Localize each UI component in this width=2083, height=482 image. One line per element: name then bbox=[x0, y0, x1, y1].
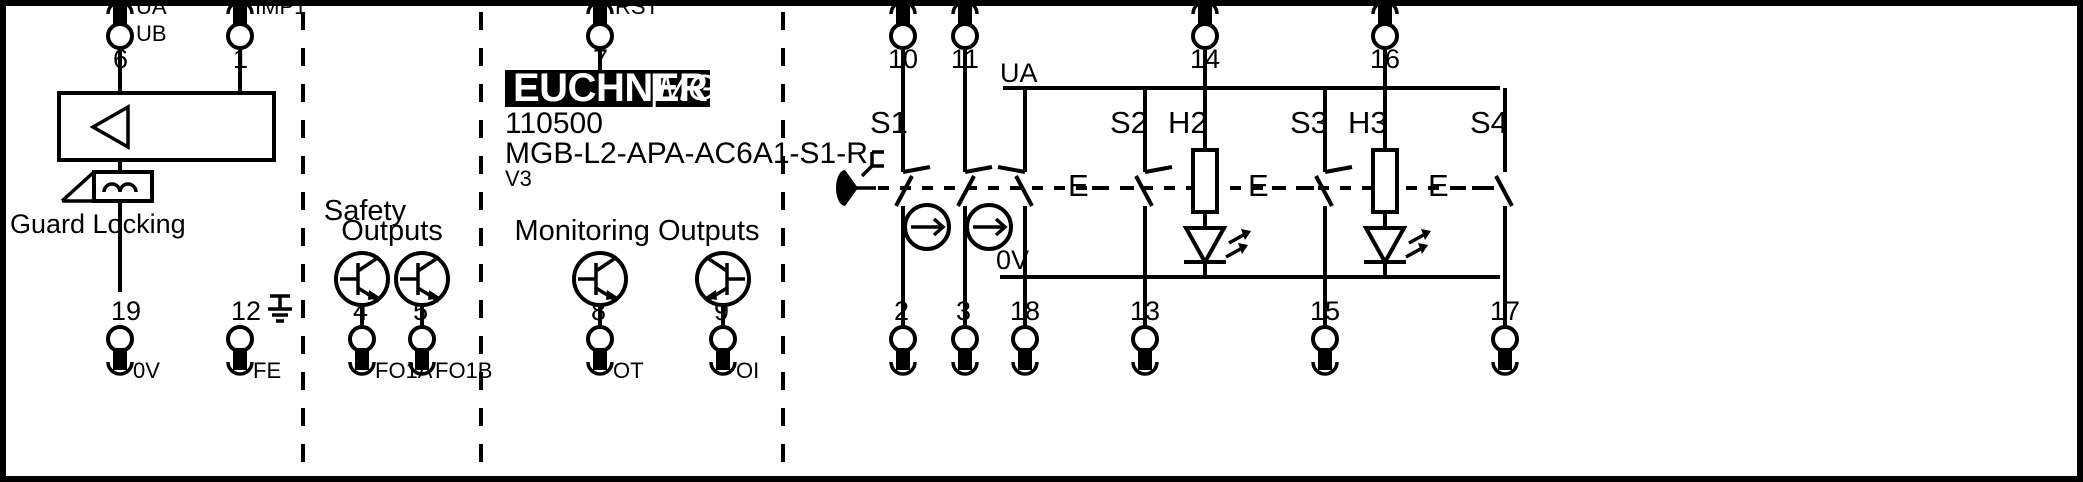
actuator-key-icon bbox=[836, 150, 884, 206]
lamp-h3-label: H3 bbox=[1348, 105, 1388, 140]
safety-outputs-label-line2: Outputs bbox=[341, 215, 443, 247]
switch-s1-contact-a[interactable] bbox=[894, 50, 931, 326]
lamp-h3 bbox=[1362, 50, 1431, 277]
terminal-signal-imp1: IMP1 bbox=[255, 0, 306, 19]
terminal-signal: 0V bbox=[133, 358, 160, 383]
brand-separator: | bbox=[649, 67, 658, 108]
terminal-signal-rst: RST bbox=[615, 0, 659, 19]
model-number: MGB-L2-APA-AC6A1-S1-R bbox=[505, 137, 868, 170]
switch-s4-label: S4 bbox=[1470, 105, 1508, 140]
euchner-mgb-logo: EUCHNER | MGB bbox=[505, 66, 740, 110]
terminal-signal-ub: UB bbox=[136, 21, 167, 46]
transistor-fo1a-icon bbox=[334, 251, 390, 307]
terminal-bottom-19[interactable]: 19 0V bbox=[106, 296, 160, 383]
current-direction-arrow-icon-2 bbox=[965, 203, 1013, 251]
switch-s4[interactable]: E bbox=[1428, 88, 1514, 326]
zero-v-rail-label: 0V bbox=[996, 245, 1029, 275]
brand-name: EUCHNER bbox=[513, 66, 708, 110]
terminal-signal: OT bbox=[613, 358, 644, 383]
functional-earth-icon bbox=[268, 294, 292, 323]
switch-s2-label: S2 bbox=[1110, 105, 1148, 140]
terminal-bottom-12[interactable]: 12 FE bbox=[226, 296, 281, 383]
brand-product: MGB bbox=[658, 67, 740, 108]
terminal-top-1[interactable]: 1 IMP1 bbox=[226, 0, 306, 74]
switch-s1-contact-b[interactable] bbox=[956, 50, 993, 326]
terminal-signal: FE bbox=[253, 358, 281, 383]
switch-s3[interactable]: E bbox=[1248, 88, 1353, 326]
current-direction-arrow-icon-1 bbox=[903, 203, 951, 251]
ua-rail-label: UA bbox=[1000, 58, 1038, 88]
safety-outputs-label-line1: Safety bbox=[324, 195, 407, 227]
guard-locking-coil-icon bbox=[60, 160, 154, 203]
version-label: V3 bbox=[505, 166, 532, 191]
terminal-top-14[interactable]: 14 bbox=[1190, 0, 1220, 74]
led-emission-arrows-icon bbox=[1405, 229, 1431, 259]
switch-s4-actuation-label: E bbox=[1428, 168, 1449, 203]
transistor-oi-icon bbox=[695, 251, 751, 307]
terminal-signal-ua: UA bbox=[136, 0, 167, 19]
order-number: 110500 bbox=[505, 107, 603, 140]
lamp-h2-label: H2 bbox=[1168, 105, 1208, 140]
switch-s1-contact-c[interactable] bbox=[997, 88, 1034, 326]
terminal-bottom-2[interactable]: 2 bbox=[889, 296, 917, 376]
terminal-number: 19 bbox=[111, 296, 141, 326]
terminal-signal: FO1B bbox=[435, 358, 492, 383]
guard-locking-label: Guard Locking bbox=[10, 209, 186, 239]
terminal-top-6[interactable]: 6 UA UB bbox=[106, 0, 167, 74]
monitoring-outputs-label: Monitoring Outputs bbox=[514, 215, 759, 247]
lamp-h2 bbox=[1182, 50, 1251, 277]
terminal-signal: OI bbox=[736, 358, 759, 383]
terminal-bottom-9[interactable]: 9 OI bbox=[709, 296, 759, 383]
led-emission-arrows-icon bbox=[1225, 229, 1251, 259]
terminal-bottom-8[interactable]: 8 OT bbox=[586, 296, 644, 383]
switch-s2-actuation-label: E bbox=[1068, 168, 1089, 203]
switch-s3-actuation-label: E bbox=[1248, 168, 1269, 203]
switch-s2[interactable]: E bbox=[1068, 88, 1173, 326]
transistor-fo1b-icon bbox=[394, 251, 450, 307]
amplifier-icon bbox=[89, 103, 130, 151]
transistor-ot-icon bbox=[572, 251, 628, 307]
switch-s3-label: S3 bbox=[1290, 105, 1328, 140]
terminal-number: 12 bbox=[231, 296, 261, 326]
